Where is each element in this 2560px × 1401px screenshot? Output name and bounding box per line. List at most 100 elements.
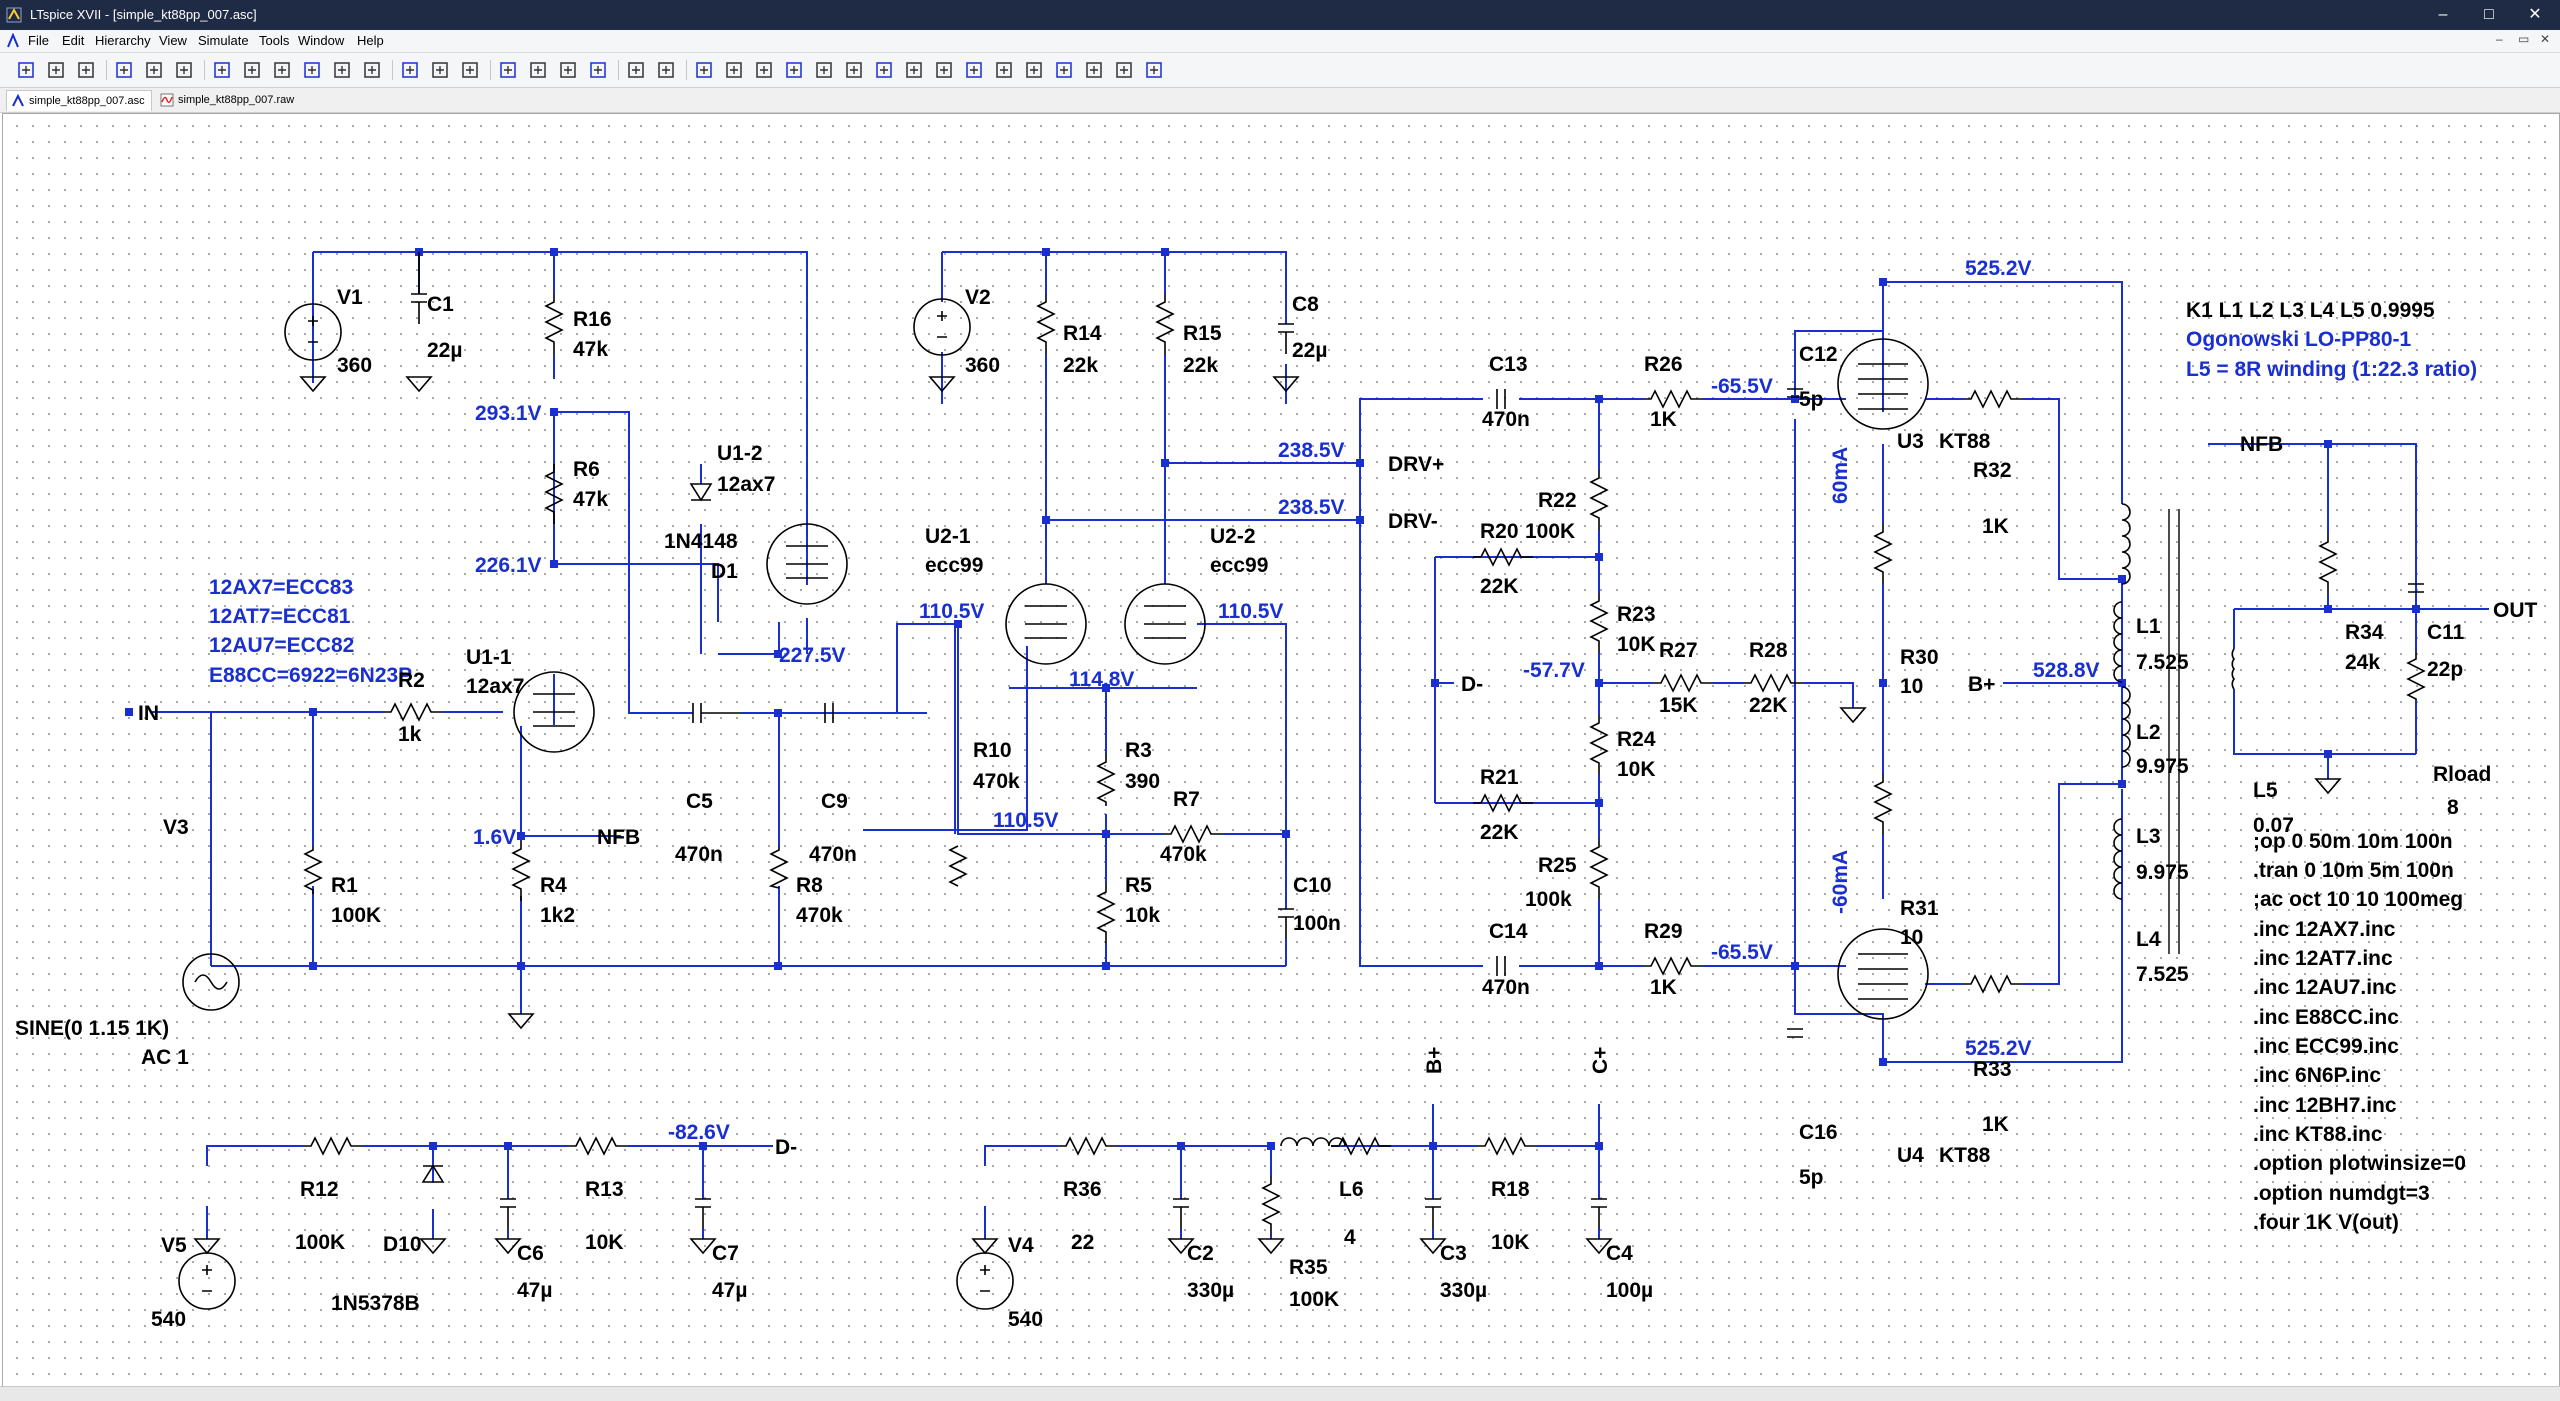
component-name[interactable]: C5 <box>686 790 713 813</box>
component-name[interactable]: R18 <box>1491 1178 1530 1201</box>
component-name[interactable]: U2-2 <box>1210 525 1256 548</box>
run-button[interactable] <box>142 58 166 82</box>
component-value[interactable]: 330µ <box>1187 1279 1234 1302</box>
spice-directive[interactable]: .inc 12AU7.inc <box>2253 976 2397 999</box>
component-name[interactable]: U1-1 <box>466 646 512 669</box>
menu-tools[interactable]: Tools <box>259 33 290 48</box>
component-name[interactable]: L3 <box>2136 825 2161 848</box>
component-name[interactable]: R30 <box>1900 646 1939 669</box>
component-value[interactable]: 22 <box>1071 1231 1094 1254</box>
minimize-button[interactable]: – <box>2438 6 2448 23</box>
component-value[interactable]: 470k <box>973 770 1020 793</box>
component-value[interactable]: 22p <box>2427 658 2463 681</box>
component-name[interactable]: C9 <box>821 790 848 813</box>
component-value[interactable]: SINE(0 1.15 1K) <box>15 1017 169 1040</box>
draw-wire-button[interactable] <box>692 58 716 82</box>
component-value[interactable]: 10K <box>1491 1231 1530 1254</box>
mirror-button[interactable] <box>1082 58 1106 82</box>
zoom-out-button[interactable] <box>270 58 294 82</box>
capacitor-button[interactable] <box>812 58 836 82</box>
component-value[interactable]: 0.07 <box>2253 814 2294 837</box>
net-label-d-minus[interactable]: D- <box>1461 673 1483 696</box>
spice-directive[interactable]: ;op 0 50m 10m 100n <box>2253 830 2453 853</box>
print-button[interactable] <box>654 58 678 82</box>
component-value[interactable]: 360 <box>965 354 1000 377</box>
component-value[interactable]: 12ax7 <box>466 675 524 698</box>
net-label-b-plus[interactable]: B+ <box>1968 673 1995 696</box>
cut-button[interactable] <box>496 58 520 82</box>
component-name[interactable]: V4 <box>1008 1234 1034 1257</box>
child-minimize-button[interactable]: – <box>2496 32 2503 46</box>
component-name[interactable]: R34 <box>2345 621 2384 644</box>
halt-button[interactable] <box>172 58 196 82</box>
component-name[interactable]: R36 <box>1063 1178 1102 1201</box>
component-name[interactable]: D10 <box>383 1233 422 1256</box>
spice-directive[interactable]: .inc 12AX7.inc <box>2253 918 2396 941</box>
component-name[interactable]: C12 <box>1799 343 1838 366</box>
net-label-drv-plus[interactable]: DRV+ <box>1388 453 1444 476</box>
component-name[interactable]: C13 <box>1489 353 1528 376</box>
component-value[interactable]: 47k <box>573 488 608 511</box>
net-label-b-plus[interactable]: B+ <box>1423 1047 1446 1074</box>
component-value[interactable]: 15K <box>1659 694 1698 717</box>
component-name[interactable]: R28 <box>1749 639 1788 662</box>
menu-window[interactable]: Window <box>298 33 345 48</box>
spice-directive[interactable]: .inc KT88.inc <box>2253 1123 2383 1146</box>
component-name[interactable]: V3 <box>163 816 189 839</box>
component-value[interactable]: 9.975 <box>2136 861 2189 884</box>
component-value[interactable]: 47µ <box>517 1279 552 1302</box>
component-value[interactable]: 1k2 <box>540 904 575 927</box>
component-value[interactable]: 470n <box>809 843 857 866</box>
document-icon[interactable] <box>6 33 20 49</box>
component-value[interactable]: 10k <box>1125 904 1160 927</box>
component-value[interactable]: 470n <box>1482 408 1530 431</box>
component-name[interactable]: C2 <box>1187 1242 1214 1265</box>
child-close-button[interactable]: ✕ <box>2540 32 2551 46</box>
component-value[interactable]: 330µ <box>1440 1279 1487 1302</box>
copy-button[interactable] <box>526 58 550 82</box>
component-name[interactable]: R4 <box>540 874 567 897</box>
save-button[interactable] <box>74 58 98 82</box>
component-value[interactable]: 7.525 <box>2136 963 2189 986</box>
component-value[interactable]: 470n <box>1482 976 1530 999</box>
component-name[interactable]: U4 <box>1897 1144 1924 1167</box>
find-button[interactable] <box>586 58 610 82</box>
component-value[interactable]: 5p <box>1799 1166 1824 1189</box>
menu-hierarchy[interactable]: Hierarchy <box>95 33 151 48</box>
menu-edit[interactable]: Edit <box>62 33 85 48</box>
component-value[interactable]: 10K <box>1617 758 1656 781</box>
component-name[interactable]: R8 <box>796 874 823 897</box>
component-value[interactable]: 47k <box>573 338 608 361</box>
inductor-button[interactable] <box>842 58 866 82</box>
component-name[interactable]: U2-1 <box>925 525 971 548</box>
spice-directive[interactable]: ;ac oct 10 10 100meg <box>2253 888 2463 911</box>
component-name[interactable]: R26 <box>1644 353 1683 376</box>
component-name[interactable]: V1 <box>337 286 363 309</box>
component-name[interactable]: R22 <box>1538 489 1577 512</box>
zoom-fit-button[interactable] <box>300 58 324 82</box>
diode-button[interactable] <box>872 58 896 82</box>
cascade-button[interactable] <box>458 58 482 82</box>
component-value[interactable]: 8 <box>2447 796 2459 819</box>
new-schematic-button[interactable] <box>14 58 38 82</box>
text-button[interactable] <box>1112 58 1136 82</box>
paste-button[interactable] <box>556 58 580 82</box>
undo-button[interactable] <box>992 58 1016 82</box>
component-value[interactable]: ecc99 <box>1210 554 1268 577</box>
component-name[interactable]: C7 <box>712 1242 739 1265</box>
component-name[interactable]: U3 <box>1897 430 1924 453</box>
component-value[interactable]: 10K <box>1617 633 1656 656</box>
component-name[interactable]: C8 <box>1292 293 1319 316</box>
component-value[interactable]: 22µ <box>1292 339 1327 362</box>
component-value[interactable]: 22K <box>1480 821 1519 844</box>
component-value[interactable]: 540 <box>1008 1308 1043 1331</box>
component-name[interactable]: R2 <box>398 669 425 692</box>
menu-simulate[interactable]: Simulate <box>198 33 249 48</box>
component-name[interactable]: R21 <box>1480 766 1519 789</box>
component-name[interactable]: V2 <box>965 286 991 309</box>
print-setup-button[interactable] <box>624 58 648 82</box>
component-value[interactable]: 470n <box>675 843 723 866</box>
component-value[interactable]: 1K <box>1982 1113 2009 1136</box>
net-label-out[interactable]: OUT <box>2493 599 2538 622</box>
net-label-d-minus[interactable]: D- <box>775 1136 797 1159</box>
